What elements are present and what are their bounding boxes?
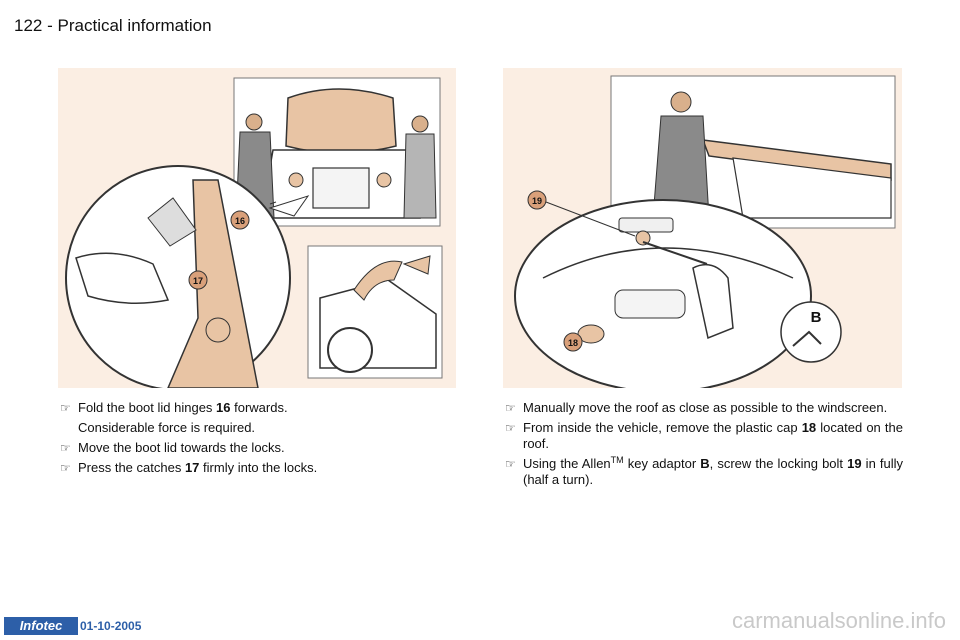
roof-lock-instructions: ☞ Manually move the roof as close as pos… xyxy=(505,400,903,492)
callout-17: 17 xyxy=(193,276,203,286)
hand-pressing xyxy=(75,252,170,304)
windscreen-edge xyxy=(542,247,794,279)
trademark: TM xyxy=(610,455,624,465)
pointing-hand-icon: ☞ xyxy=(60,461,71,475)
boot-lid-illustration: 16 17 xyxy=(58,68,456,388)
step-move-lid: ☞ Move the boot lid towards the locks. xyxy=(60,440,285,455)
pointing-hand-icon: ☞ xyxy=(60,401,71,415)
callout-marker-19 xyxy=(527,190,547,210)
callout-marker-17 xyxy=(188,270,208,290)
tool-b-inset xyxy=(780,301,842,363)
windscreen xyxy=(732,157,892,219)
person-right-body xyxy=(403,133,437,219)
leader-19 xyxy=(545,201,636,237)
hinge-detail xyxy=(353,260,403,301)
page-number: 122 xyxy=(14,16,43,35)
step-remove-cap: ☞ From inside the vehicle, remove the pl… xyxy=(505,420,903,451)
boot-lid-hinge-part xyxy=(167,179,259,388)
header-separator: - xyxy=(47,16,53,35)
watermark: carmanualsonline.info xyxy=(731,608,946,633)
person-left-head xyxy=(245,113,263,131)
boot-lid-instructions: ☞ Fold the boot lid hinges 16 forwards. … xyxy=(60,400,380,480)
ref-17: 17 xyxy=(184,460,200,475)
ref-19: 19 xyxy=(847,456,862,471)
hand-with-key xyxy=(692,263,734,340)
footer-date: 01-10-2005 xyxy=(80,619,142,633)
rear-wheel xyxy=(327,327,373,373)
boot-opening xyxy=(312,167,370,209)
force-note: Considerable force is required. xyxy=(78,420,256,435)
ref-16: 16 xyxy=(216,400,231,415)
boot-lid-drawing: 16 17 xyxy=(65,77,443,388)
interior-light xyxy=(614,289,686,319)
catch-detail xyxy=(402,255,431,275)
callout-marker-18 xyxy=(563,332,583,352)
step-press-catches: ☞ Press the catches 17 firmly into the l… xyxy=(60,460,318,475)
page-header: 122 - Practical information xyxy=(14,16,212,36)
left-hinge xyxy=(288,172,304,188)
locking-bolt xyxy=(635,230,651,246)
callout-marker-16 xyxy=(230,210,250,230)
infotec-logo: Infotec xyxy=(4,617,78,635)
zoom-pointer xyxy=(268,195,310,217)
pointing-hand-icon: ☞ xyxy=(505,421,516,435)
direction-arrow xyxy=(147,197,197,247)
pointing-hand-icon: ☞ xyxy=(505,401,516,415)
ref-18: 18 xyxy=(801,420,817,435)
locking-bolts-row xyxy=(618,217,674,233)
person-right-head xyxy=(411,115,429,133)
open-boot-lid xyxy=(285,88,397,154)
right-hinge xyxy=(376,172,392,188)
callout-19: 19 xyxy=(532,196,542,206)
key-adaptor-icon xyxy=(792,330,822,347)
tool-label-b: B xyxy=(811,309,822,326)
zoom-line xyxy=(269,201,277,205)
step-move-roof: ☞ Manually move the roof as close as pos… xyxy=(505,400,888,415)
roof-lock-drawing: B 19 18 xyxy=(514,75,896,388)
pointing-hand-icon: ☞ xyxy=(505,457,516,471)
step-fold-hinges: ☞ Fold the boot lid hinges 16 forwards. xyxy=(60,400,288,415)
step-screw-bolt: ☞ Using the AllenTM key adaptor B, screw… xyxy=(505,455,903,488)
callout-18: 18 xyxy=(568,338,578,348)
ref-b: B xyxy=(700,456,710,471)
section-title: Practical information xyxy=(57,16,212,35)
lock-catch xyxy=(205,317,231,343)
pointing-hand-icon: ☞ xyxy=(60,441,71,455)
callout-16: 16 xyxy=(235,216,245,226)
allen-key xyxy=(642,241,708,265)
person-head xyxy=(670,91,692,113)
roof-lock-illustration: B 19 18 xyxy=(503,68,902,388)
